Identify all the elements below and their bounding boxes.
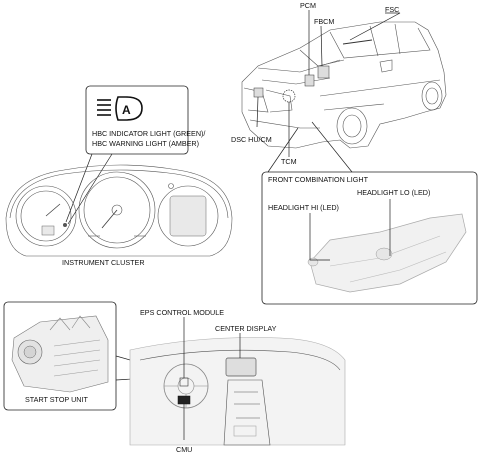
hbc-symbol-letter: A bbox=[122, 103, 131, 117]
pcm-label: PCM bbox=[300, 1, 316, 10]
headlight-assembly-illustration bbox=[307, 213, 467, 293]
center-display-label: CENTER DISPLAY bbox=[215, 324, 277, 333]
instrument-cluster-label: INSTRUMENT CLUSTER bbox=[62, 258, 145, 267]
fsc-label: FSC bbox=[385, 5, 399, 14]
start-stop-unit-label: START STOP UNIT bbox=[25, 395, 88, 404]
hbc-indicator-label-line2: HBC WARNING LIGHT (AMBER) bbox=[92, 139, 199, 148]
hbc-callout-box bbox=[85, 85, 189, 155]
eps-control-module-label: EPS CONTROL MODULE bbox=[140, 308, 224, 317]
headlight-lo-label: HEADLIGHT LO (LED) bbox=[357, 188, 430, 197]
dsc-hu-cm-label: DSC HU/CM bbox=[231, 135, 272, 144]
tcm-location-marker bbox=[282, 89, 296, 103]
fbcm-module bbox=[317, 65, 330, 79]
dashboard-interior-illustration bbox=[129, 337, 346, 446]
pcm-module bbox=[304, 74, 315, 87]
cmu-label: CMU bbox=[176, 445, 192, 454]
vehicle-illustration bbox=[241, 21, 447, 149]
start-stop-unit-illustration bbox=[11, 315, 109, 393]
hbc-indicator-label-line1: HBC INDICATOR LIGHT (GREEN)/ bbox=[92, 129, 205, 138]
cmu-module bbox=[177, 395, 191, 405]
tcm-label: TCM bbox=[281, 157, 297, 166]
fbcm-label: FBCM bbox=[314, 17, 334, 26]
instrument-cluster-illustration bbox=[5, 164, 233, 257]
front-combination-light-label: FRONT COMBINATION LIGHT bbox=[268, 175, 369, 184]
auto-high-beam-icon: A bbox=[97, 96, 143, 121]
headlight-hi-label: HEADLIGHT HI (LED) bbox=[268, 203, 339, 212]
dsc-hu-cm-module bbox=[253, 87, 264, 98]
fsc-module bbox=[342, 39, 373, 45]
